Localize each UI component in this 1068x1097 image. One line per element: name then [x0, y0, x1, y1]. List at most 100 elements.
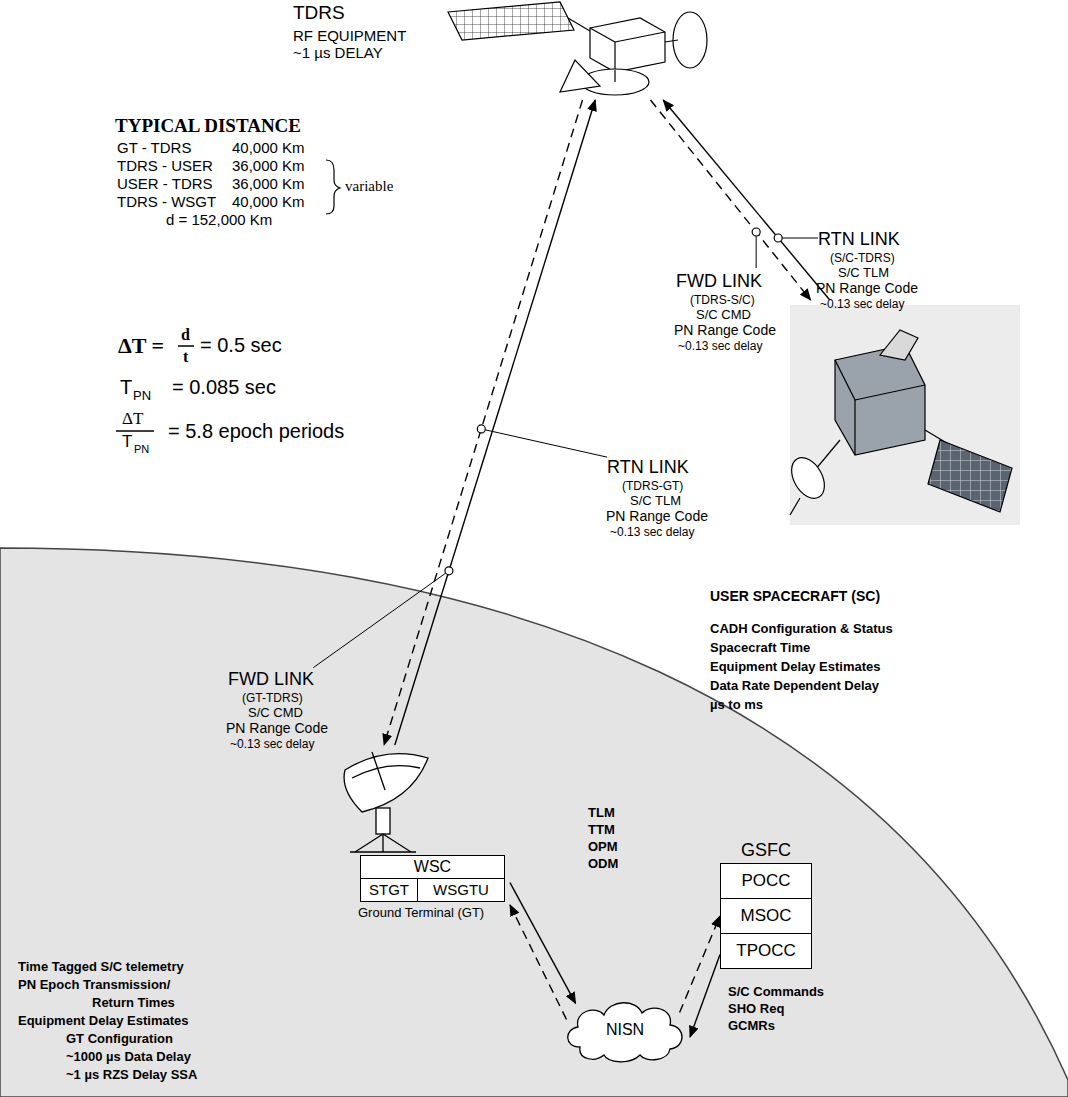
node-text: Ground Terminal (GT) [358, 906, 484, 921]
spacecraft-node: USER SPACECRAFT (SC) CADH Configuration &… [705, 300, 1025, 710]
fraction-bar [116, 430, 154, 432]
callout-dot [752, 228, 760, 236]
link-connector [680, 916, 720, 1013]
label-text: PN Range Code [606, 509, 708, 524]
label-text: 36,000 Km [232, 158, 305, 175]
ground-region [0, 548, 1068, 1097]
node-title: MSOC [741, 907, 792, 926]
label-text: TLM [588, 806, 615, 820]
process-box: TPOCC [720, 933, 812, 969]
label-text: GCMRs [728, 1019, 775, 1033]
label-text: S/C TLM [630, 494, 681, 508]
label-text: S/C CMD [696, 308, 751, 322]
ground-terminal: WSCGround Terminal (GT)STGTWSGTU [330, 745, 510, 917]
label-text: T [122, 433, 132, 452]
label-text: d = 152,000 Km [166, 212, 272, 229]
label-text: (TDRS-S/C) [690, 294, 755, 307]
label-text: d [181, 326, 190, 344]
label-text: ~0.13 sec delay [678, 340, 762, 353]
label-text: ΔT = [118, 334, 164, 358]
label-text: ODM [588, 857, 618, 871]
link-connector [690, 955, 720, 1037]
label-text: (S/C-TDRS) [830, 252, 895, 265]
label-text: FWD LINK [676, 272, 762, 292]
link-connector [510, 883, 576, 1004]
label-text: PN Range Code [816, 281, 918, 296]
leader-line [756, 236, 757, 268]
callout-dot [445, 567, 453, 575]
label-text: GT Configuration [66, 1032, 173, 1046]
label-text: RTN LINK [607, 458, 689, 478]
link-connector [510, 905, 567, 1020]
node-title: POCC [741, 872, 790, 891]
label-text: T [120, 376, 132, 398]
label-text: PN Epoch Transmission/ [18, 978, 170, 992]
node-text: RF EQUIPMENT ~1 µs DELAY [293, 27, 421, 62]
label-text: PN Range Code [226, 721, 328, 736]
label-text: ~0.13 sec delay [610, 526, 694, 539]
label-text: S/C Commands [728, 985, 824, 999]
node-text: CADH Configuration & Status [710, 622, 893, 637]
node-title: STGT [369, 882, 409, 899]
label-text: TDRS - USER [117, 158, 213, 175]
label-text: ~0.13 sec delay [820, 298, 904, 311]
label-text: Time Tagged S/C telemetry [18, 960, 184, 974]
label-text: 36,000 Km [232, 176, 305, 193]
label-text: ~1 µs RZS Delay SSA [66, 1068, 197, 1082]
label-text: TTM [588, 823, 615, 837]
label-text: PN [133, 389, 151, 403]
label-text: S/C TLM [838, 266, 889, 280]
leader-line [485, 430, 607, 457]
link-connector [663, 100, 830, 300]
node-title: USER SPACECRAFT (SC) [710, 588, 880, 604]
label-text: SHO Req [728, 1002, 784, 1016]
node-title: WSC [360, 858, 505, 876]
node-title: NISN [606, 1021, 644, 1039]
label-text: GT - TDRS [117, 140, 191, 157]
label-text: (GT-TDRS) [242, 692, 303, 705]
label-text: ~1000 µs Data Delay [66, 1050, 191, 1064]
label-text: PN [134, 443, 149, 455]
label-text: PN Range Code [674, 323, 776, 338]
leader-line [782, 238, 818, 239]
label-text: t [183, 348, 188, 366]
process-box: POCC [720, 863, 812, 899]
process-box: WSGTU [417, 878, 505, 902]
node-title: TPOCC [736, 942, 796, 961]
link-connector [395, 100, 595, 745]
label-text: variable [345, 178, 393, 195]
label-text: 40,000 Km [232, 140, 305, 157]
link-connector [651, 100, 811, 300]
label-text: TYPICAL DISTANCE [115, 116, 301, 137]
label-text: ~0.13 sec delay [230, 738, 314, 751]
leader-line [313, 573, 445, 668]
label-text: = 0.5 sec [200, 334, 282, 356]
label-text: USER - TDRS [117, 176, 213, 193]
label-text: = 0.085 sec [172, 376, 276, 398]
node-text: µs to ms [710, 698, 763, 713]
node-title: GSFC [720, 840, 812, 861]
label-text: RTN LINK [818, 230, 900, 250]
node-title: TDRS [293, 2, 345, 24]
fraction-bar [178, 345, 194, 347]
node-text: Equipment Delay Estimates [710, 660, 881, 675]
process-box: MSOC [720, 898, 812, 934]
label-text: ΔT [122, 410, 143, 429]
user-spacecraft [785, 305, 1020, 525]
label-text: Return Times [92, 996, 175, 1010]
label-text: OPM [588, 840, 618, 854]
callout-dot [774, 234, 782, 242]
brace [326, 160, 340, 214]
label-text: 40,000 Km [232, 194, 305, 211]
ground-antenna [344, 752, 428, 852]
callout-dot [477, 425, 485, 433]
node-text: Spacecraft Time [710, 641, 810, 656]
label-text: Equipment Delay Estimates [18, 1014, 189, 1028]
link-connector [384, 100, 583, 745]
satellite-node: TDRS RF EQUIPMENT ~1 µs DELAY [285, 0, 710, 100]
tdrs-satellite [448, 2, 707, 95]
label-text: TDRS - WSGT [117, 194, 216, 211]
label-text: FWD LINK [228, 670, 314, 690]
node-text: Data Rate Dependent Delay [710, 679, 879, 694]
